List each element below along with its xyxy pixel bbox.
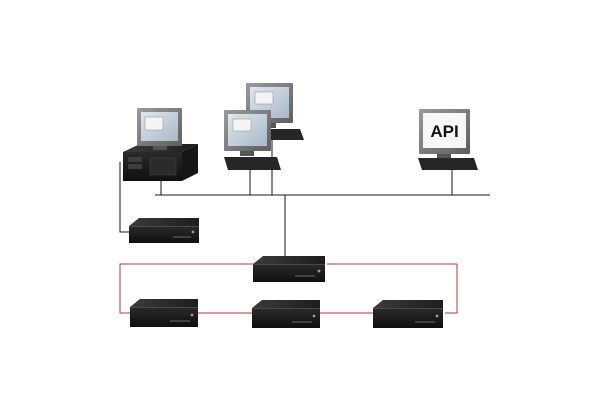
ring-right xyxy=(327,263,458,314)
network-device-hub xyxy=(253,256,325,282)
keyboard xyxy=(418,158,478,170)
monitor-screen xyxy=(423,113,466,148)
red-links xyxy=(119,263,458,314)
screen-window xyxy=(232,118,252,132)
screen-window xyxy=(144,116,164,131)
server-drive-bay xyxy=(128,157,142,162)
server-panel xyxy=(149,157,177,176)
monitor-stand xyxy=(240,151,254,156)
api-label: API xyxy=(430,122,458,141)
server-case-side xyxy=(182,144,198,181)
monitor-stand xyxy=(153,146,167,150)
link-server-device xyxy=(119,162,130,233)
keyboard xyxy=(224,157,281,170)
workstation-front xyxy=(224,110,281,170)
network-device xyxy=(129,218,199,243)
server-drive-bay xyxy=(128,164,142,169)
ring-left xyxy=(119,263,253,314)
server-workstation xyxy=(123,108,198,181)
api-workstation: API xyxy=(418,109,478,170)
network-device xyxy=(373,300,443,328)
network-device xyxy=(252,300,320,328)
screen-window xyxy=(254,91,274,105)
network-lines xyxy=(119,140,490,257)
network-device xyxy=(130,299,198,327)
monitor-stand xyxy=(437,154,451,158)
